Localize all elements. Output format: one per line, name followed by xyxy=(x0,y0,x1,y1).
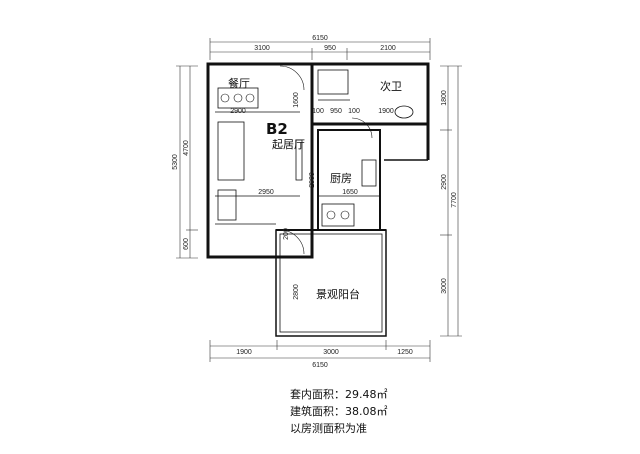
dim-bottom-total: 6150 xyxy=(312,362,328,369)
area-interior: 套内面积：29.48㎡ xyxy=(290,388,388,401)
dim-right-seg-2: 2900 xyxy=(441,174,448,190)
dim-wall-a: 100 xyxy=(312,108,324,115)
dim-top-total: 6150 xyxy=(312,35,328,42)
room-balcony: 景观阳台 xyxy=(316,287,360,301)
area-note: 以房测面积为准 xyxy=(290,422,367,435)
area-building: 建筑面积：38.08㎡ xyxy=(290,405,388,418)
dim-top-seg-3: 2100 xyxy=(380,45,396,52)
unit-label: B2 xyxy=(266,120,288,138)
dim-left-total: 5300 xyxy=(172,154,179,170)
dim-living-width: 2950 xyxy=(258,189,274,196)
dim-bath-width: 1900 xyxy=(378,108,394,115)
dim-right-seg-1: 1800 xyxy=(441,90,448,106)
dim-dining-width: 2900 xyxy=(230,108,246,115)
dim-balcony-depth: 2800 xyxy=(293,284,300,300)
dim-bottom-seg-2: 3000 xyxy=(323,349,339,356)
dim-dining-depth: 1600 xyxy=(293,92,300,108)
area-info: 套内面积：29.48㎡ 建筑面积：38.08㎡ 以房测面积为准 xyxy=(290,386,388,437)
dim-living-depth: 2900 xyxy=(309,172,316,188)
dim-right-seg-3: 3000 xyxy=(441,278,448,294)
room-labels: B2 餐厅 起居厅 次卫 厨房 景观阳台 xyxy=(228,76,402,301)
dim-top-seg-2: 950 xyxy=(324,45,336,52)
room-dining: 餐厅 xyxy=(228,76,250,90)
dim-corridor: 950 xyxy=(330,108,342,115)
room-living: 起居厅 xyxy=(272,138,305,151)
walls xyxy=(206,62,430,337)
room-kitchen: 厨房 xyxy=(330,172,352,185)
dim-door-gap: 200 xyxy=(283,228,290,240)
dim-right-total: 7700 xyxy=(451,192,458,208)
dim-left-seg-2: 600 xyxy=(183,238,190,250)
dim-left-seg-1: 4700 xyxy=(183,140,190,156)
dim-bottom-seg-3: 1250 xyxy=(397,349,413,356)
dimension-labels: 6150 3100 950 2100 1900 3000 1250 6150 5… xyxy=(172,35,458,369)
room-bathroom: 次卫 xyxy=(380,79,402,93)
dimension-lines xyxy=(176,38,462,362)
dim-top-seg-1: 3100 xyxy=(254,45,270,52)
dim-wall-b: 100 xyxy=(348,108,360,115)
dim-kitchen-width: 1650 xyxy=(342,189,358,196)
floor-plan: 6150 3100 950 2100 1900 3000 1250 6150 5… xyxy=(172,35,462,369)
dim-bottom-seg-1: 1900 xyxy=(236,349,252,356)
